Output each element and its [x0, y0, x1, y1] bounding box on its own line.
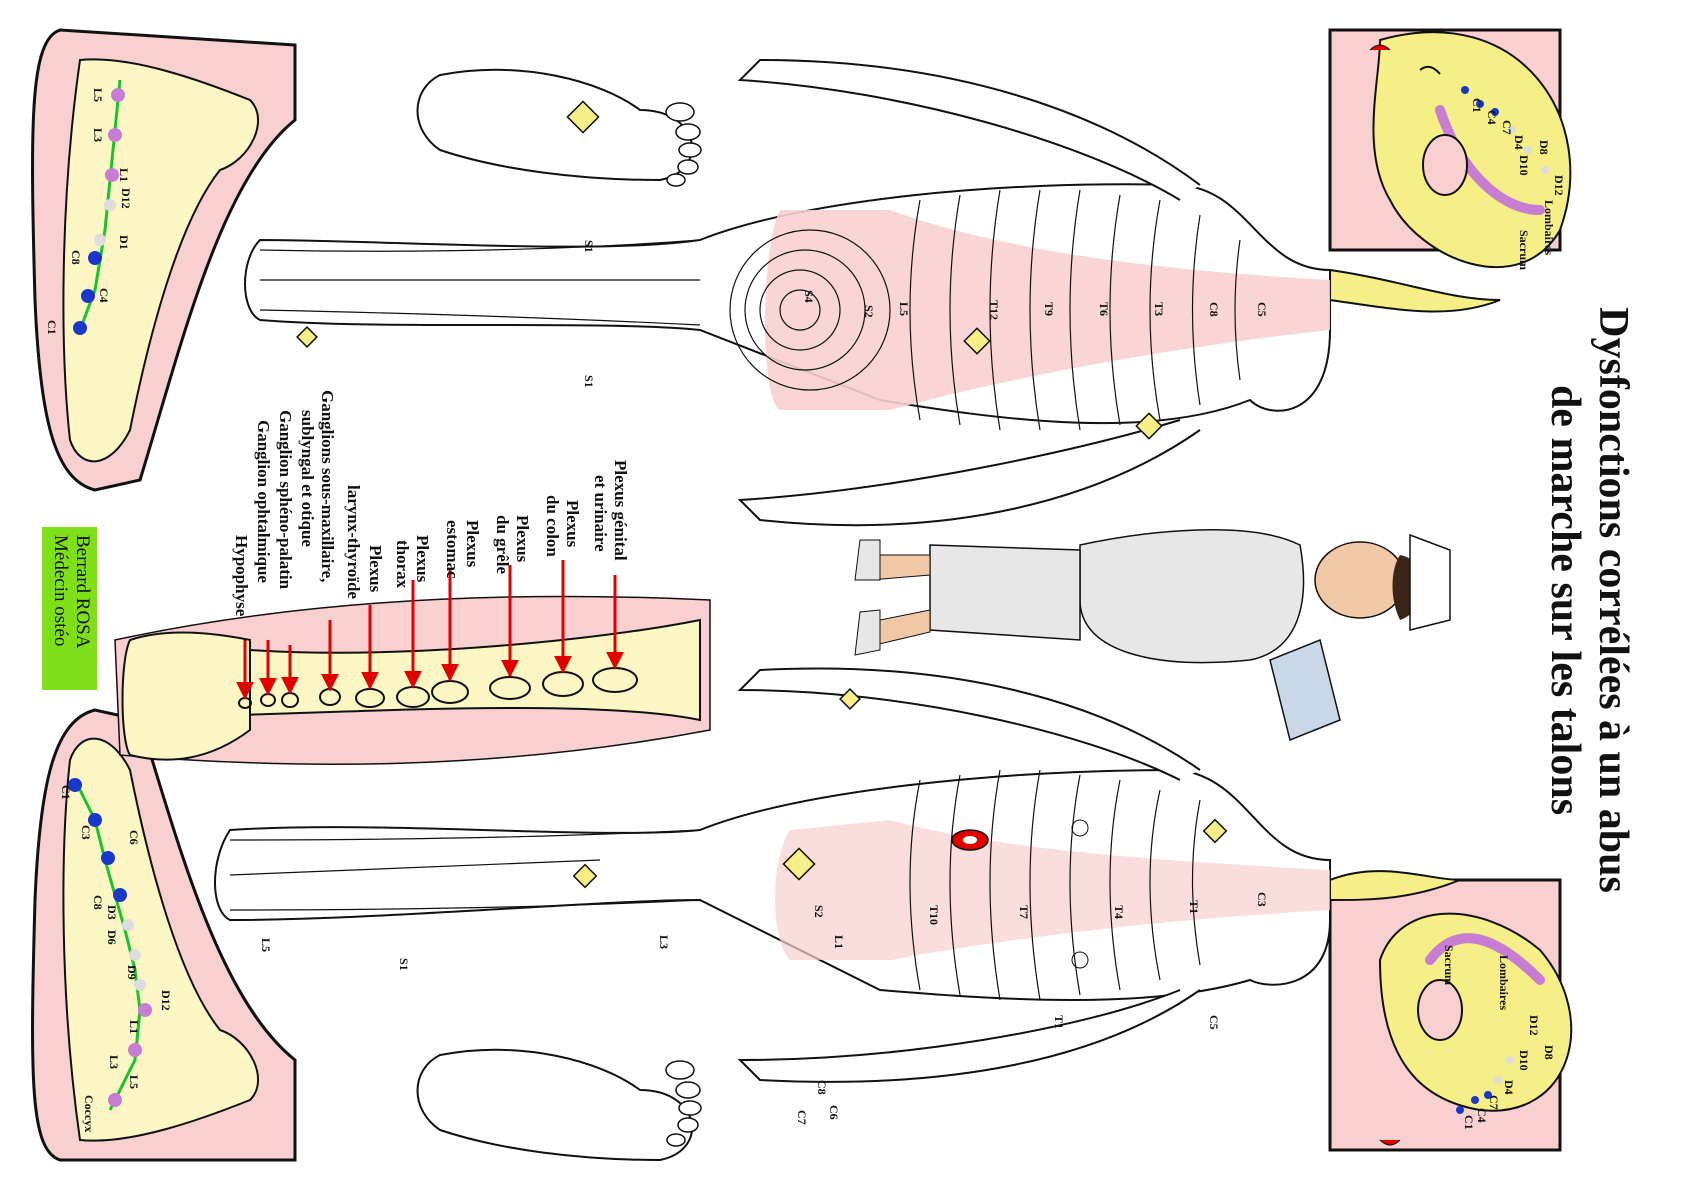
plexus-label-12: Ganglions sous-maxillaire,: [318, 390, 337, 582]
plexus-label-2: Plexus: [563, 500, 582, 548]
foot-top-label-l1: L1: [117, 168, 131, 182]
head-bottom-label-d12: D12: [1527, 1015, 1541, 1036]
plexus-label-15: Ganglion ophtalmique: [254, 420, 273, 583]
head-top-label-d10: D10: [1517, 155, 1531, 176]
foot-bottom-label-d9: D9: [125, 965, 139, 980]
plexus-label-6: Plexus: [463, 520, 482, 568]
title-line2: de marche sur les talons: [1542, 385, 1588, 815]
front-label-s2: S2: [812, 905, 826, 918]
front-label-t1b: T1: [1052, 1015, 1066, 1029]
head-bottom-label-c1: C1: [1462, 1115, 1476, 1130]
plexus-label-0: Plexus génital: [611, 460, 630, 561]
head-bottom: Sacrum Lombaires D12 D8 D10 D4 C7 C4 C1: [1328, 870, 1573, 1152]
foot-bottom-label-l1: L1: [127, 1020, 141, 1034]
foot-bottom-label-d6: D6: [105, 930, 119, 945]
foot-bottom-label-coccyx: Coccyx: [82, 1095, 96, 1132]
front-label-c7: C7: [795, 1110, 809, 1125]
back-label-s4: S4: [802, 290, 816, 303]
back-label-s1b: S1: [582, 375, 596, 388]
head-top-label-c7: C7: [1500, 120, 1514, 135]
foot-skeleton-bottom: C1 C3 C6 C8 D3 D6 D9 D12 L1 L3 L5 Coccyx: [31, 708, 297, 1162]
head-bottom-label-c7: C7: [1487, 1095, 1501, 1110]
back-label-t9: T9: [1042, 302, 1056, 316]
sole-top: [416, 68, 702, 187]
head-bottom-label-d10: D10: [1517, 1050, 1531, 1071]
back-label-s1a: S1: [582, 240, 596, 253]
signature-box: [42, 527, 97, 690]
head-bottom-label-d8: D8: [1542, 1045, 1556, 1060]
front-label-c8: C8: [815, 1080, 829, 1095]
back-label-c5: C5: [1255, 302, 1269, 317]
front-label-l5: L5: [259, 938, 273, 952]
head-bottom-label-sacrum: Sacrum: [1442, 945, 1456, 985]
front-body: C3 T1 T4 T7 T10 L1 S2 L3 S1 L5 C5 T1 C6 …: [214, 667, 1331, 1125]
sole-bottom: [416, 1048, 702, 1162]
back-label-t12: T12: [987, 300, 1001, 320]
back-label-c8: C8: [1207, 302, 1221, 317]
plexus-label-4: Plexus: [513, 515, 532, 563]
front-label-s1: S1: [397, 958, 411, 971]
back-label-t3: T3: [1152, 302, 1166, 316]
plexus-label-5: du grêle: [493, 515, 512, 574]
foot-top-label-l5: L5: [91, 88, 105, 102]
plexus-label-14: Ganglion sphéno-palatin: [276, 410, 295, 590]
back-label-l5: L5: [897, 302, 911, 316]
head-top-label-d4: D4: [1512, 135, 1526, 150]
plexus-label-11: larynx-thyroïde: [344, 485, 363, 599]
head-top: C1 C4 C7 D4 D10 D8 D12 Lombaires Sacrum: [1328, 28, 1572, 313]
head-top-label-d8: D8: [1537, 140, 1551, 155]
plexus-label-3: du colon: [543, 495, 562, 557]
front-label-l3: L3: [657, 935, 671, 949]
foot-top-label-c4: C4: [97, 288, 111, 303]
title-block: Dysfonctions corrélées à un abus de marc…: [1542, 307, 1636, 893]
foot-top-label-l3: L3: [91, 128, 105, 142]
foot-top-label-c1: C1: [45, 320, 59, 335]
foot-skeleton-top: L5 L3 L1 D12 D1 C8 C4 C1: [31, 28, 297, 492]
foot-bottom-label-c6: C6: [127, 830, 141, 845]
plexus-label-7: estomac: [443, 520, 462, 579]
foot-top-label-d1: D1: [117, 235, 131, 250]
front-label-t1: T1: [1187, 900, 1201, 914]
front-label-c6: C6: [827, 1105, 841, 1120]
plexus-label-16: Hypophyse: [232, 535, 251, 617]
front-label-c3: C3: [1255, 892, 1269, 907]
foot-bottom-label-l5: L5: [127, 1075, 141, 1089]
head-top-label-c1: C1: [1470, 98, 1484, 113]
front-label-t4: T4: [1112, 905, 1126, 919]
nurse-illustration: [854, 529, 1451, 742]
plexus-label-1: et urinaire: [591, 475, 610, 552]
head-bottom-label-lombaires: Lombaires: [1497, 955, 1511, 1010]
foot-bottom-label-c8: C8: [91, 895, 105, 910]
back-body: C5 C8 T3 T6 T9 T12 L5 S2 S4 S1 S1: [244, 58, 1331, 527]
foot-bottom-label-l3: L3: [107, 1055, 121, 1069]
front-label-c5: C5: [1207, 1015, 1221, 1030]
head-top-label-d12: D12: [1552, 175, 1566, 196]
head-bottom-label-d4: D4: [1502, 1080, 1516, 1095]
author-name: Berrard ROSA: [72, 535, 93, 649]
front-label-t7: T7: [1017, 905, 1031, 919]
foot-bottom-label-c3: C3: [79, 825, 93, 840]
head-bottom-label-c4: C4: [1475, 1108, 1489, 1123]
head-top-label-sacrum: Sacrum: [1517, 230, 1531, 270]
back-label-t6: T6: [1097, 302, 1111, 316]
front-label-l1: L1: [832, 935, 846, 949]
foot-top-label-c8: C8: [69, 250, 83, 265]
plexus-label-10: Plexus: [366, 545, 385, 593]
back-label-s2: S2: [862, 305, 876, 318]
foot-bottom-label-c1: C1: [59, 785, 73, 800]
foot-bottom-label-d3: D3: [105, 905, 119, 920]
author-role: Médecin ostéo: [50, 535, 71, 646]
plexus-label-8: Plexus: [413, 535, 432, 583]
foot-bottom-label-d12: D12: [159, 990, 173, 1011]
head-top-label-lombaires: Lombaires: [1542, 200, 1556, 255]
plexus-label-13: sublyngal et otique: [298, 410, 317, 547]
leg-reflex-zones: Plexus génital et urinaire Plexus du col…: [114, 390, 711, 765]
foot-top-label-d12: D12: [119, 188, 133, 209]
plexus-label-9: thorax: [393, 540, 412, 589]
title-line1: Dysfonctions corrélées à un abus: [1590, 307, 1636, 893]
head-top-label-c4: C4: [1485, 110, 1499, 125]
front-label-t10: T10: [927, 905, 941, 925]
